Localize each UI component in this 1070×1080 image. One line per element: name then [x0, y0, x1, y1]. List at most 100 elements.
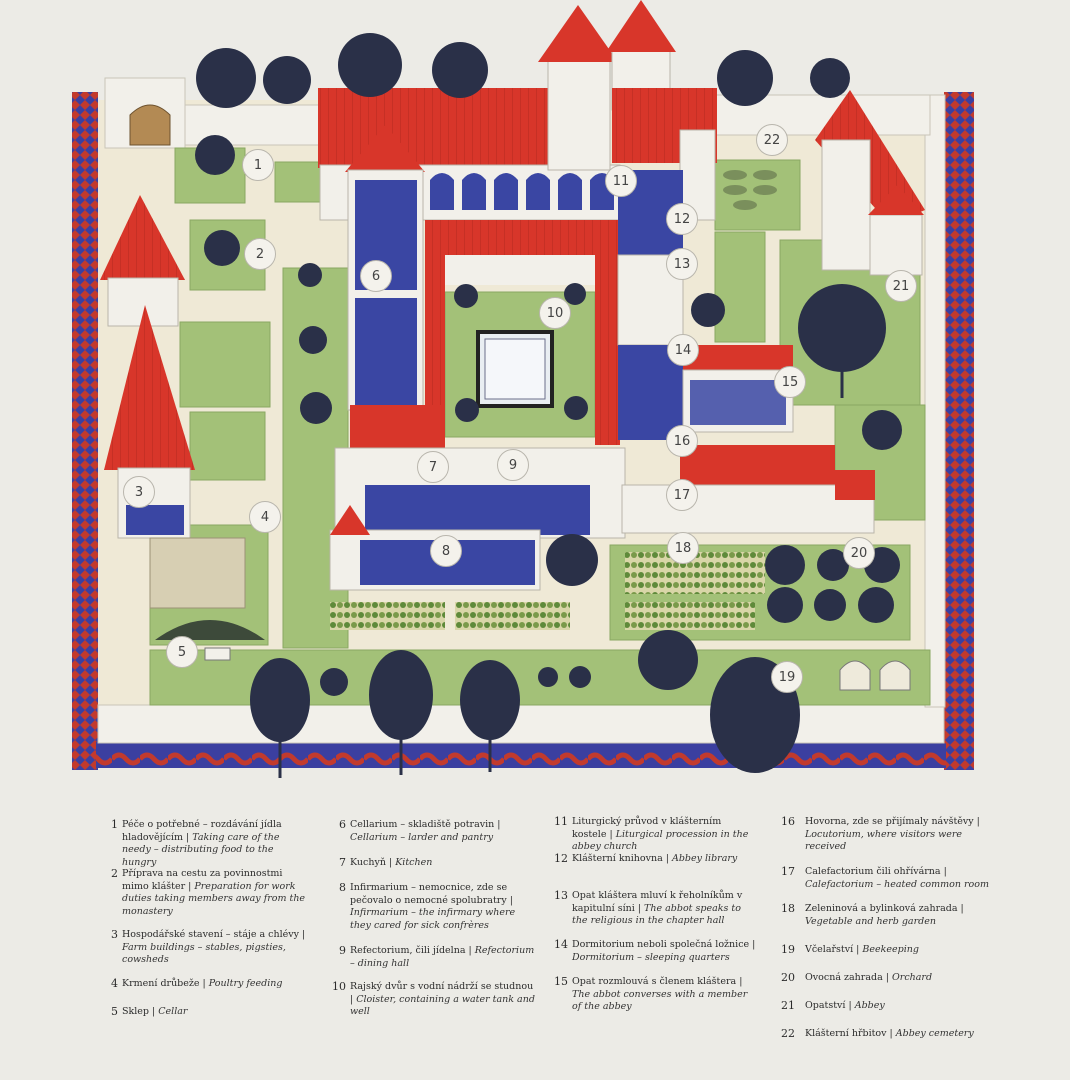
legend-text-cz: Dormitorium neboli společná ložnice	[572, 939, 750, 950]
map-marker[interactable]: 14	[667, 334, 699, 366]
legend-text-en: Poultry feeding	[208, 978, 283, 989]
cloister-arcade	[445, 255, 595, 285]
legend-text-en: Kitchen	[395, 857, 433, 868]
cloister-north-roof	[425, 220, 620, 260]
map-marker[interactable]: 2	[244, 238, 276, 270]
map-marker[interactable]: 12	[666, 203, 698, 235]
legend-number: 22	[781, 1027, 795, 1040]
legend-sep: |	[385, 857, 396, 868]
church-tower-west	[547, 59, 611, 171]
gate-door	[129, 104, 171, 146]
map-marker[interactable]: 3	[123, 476, 155, 508]
cloister-west-roof	[425, 220, 445, 445]
legend-sep: |	[606, 828, 616, 840]
legend-text-cz: Rajský dvůr s vodní nádrží se studnou	[350, 981, 534, 992]
map-marker[interactable]: 6	[360, 260, 392, 292]
legend-text-en: Calefactorium – heated common room	[805, 878, 989, 890]
outer-wall-south	[97, 704, 945, 744]
legend-sep: |	[957, 903, 964, 914]
legend-text-cz: Včelařství	[805, 944, 854, 955]
legend-sep: |	[494, 819, 501, 830]
calefactorium	[621, 484, 875, 534]
legend-text-en: Liturgical procession in the abbey churc…	[572, 828, 749, 853]
legend-sep: |	[882, 972, 892, 983]
legend-sep: |	[149, 1006, 159, 1017]
stable-doors	[126, 505, 184, 535]
legend-sep: |	[886, 1028, 896, 1039]
legend-number: 12	[554, 852, 568, 865]
legend-sep: |	[185, 880, 195, 892]
legend-text-cz: Zeleninová a bylinková zahrada	[805, 903, 958, 914]
legend-text-en: The abbot converses with a member of the…	[572, 988, 748, 1013]
legend-sep: |	[662, 853, 672, 864]
map-marker[interactable]: 4	[249, 501, 281, 533]
legend-text-en: Refectorium – dining hall	[350, 945, 535, 969]
legend-text-cz: Infirmarium – nemocnice, zde se pečovalo…	[350, 882, 508, 906]
legend-sep: |	[199, 978, 209, 989]
legend-number: 10	[332, 980, 346, 993]
legend-number: 9	[339, 944, 346, 957]
refectorium-interior	[365, 485, 590, 535]
legend-sep: |	[350, 993, 357, 1005]
legend-text-en: Cellarium – larder and pantry	[350, 831, 494, 843]
legend-sep: |	[634, 902, 645, 914]
kitchen-roof	[350, 405, 445, 450]
map-marker[interactable]: 13	[666, 248, 698, 280]
left-border	[72, 92, 98, 770]
map-marker[interactable]: 7	[417, 451, 449, 483]
legend-text-en: Locutorium, where visitors were received	[805, 828, 963, 853]
legend-text-en: Farm buildings – stables, pigsties, cows…	[122, 941, 286, 966]
map-marker[interactable]: 22	[756, 124, 788, 156]
legend-text-cz: Klášterní knihovna	[572, 853, 663, 864]
cemetery-graves	[723, 170, 777, 210]
map-marker[interactable]: 9	[497, 449, 529, 481]
map-marker[interactable]: 16	[666, 425, 698, 457]
legend-number: 19	[781, 943, 795, 956]
infirmarium-gable	[330, 505, 370, 535]
legend-sep: |	[973, 816, 980, 827]
legend-text-cz: Příprava na cestu za povinnostmi mimo kl…	[122, 868, 283, 892]
tower-roof-east	[606, 0, 676, 52]
legend-number: 16	[781, 815, 795, 828]
trees	[195, 33, 902, 773]
legend-text-cz: Hospodářské stavení – stáje a chlévy	[122, 929, 299, 940]
legend-text-cz: Kuchyň	[350, 857, 386, 868]
map-marker[interactable]: 1	[242, 149, 274, 181]
right-border	[944, 92, 974, 770]
legend-text-cz: Opat kláštera mluví k řeholníkům v kapit…	[572, 890, 743, 914]
legend-text-en: Beekeeping	[862, 944, 919, 955]
legend-number: 1	[111, 818, 118, 831]
legend-sep: |	[182, 831, 193, 843]
map-marker[interactable]: 8	[430, 535, 462, 567]
legend-text-en: Preparation for work duties taking membe…	[122, 880, 306, 917]
church-roof	[318, 88, 553, 168]
abbot-room-interior	[690, 380, 786, 425]
legend-number: 2	[111, 867, 118, 880]
cellar-mound	[155, 620, 265, 640]
legend-text-cz: Krmení drůbeže	[122, 978, 200, 989]
poultry-yard	[149, 537, 246, 609]
abbey-gable	[868, 185, 924, 215]
map-marker[interactable]: 11	[605, 165, 637, 197]
cellarium-gable-roof	[345, 125, 425, 172]
legend-number: 4	[111, 977, 118, 990]
abbot-room-roof	[683, 345, 793, 370]
legend-text-cz: Hovorna, zde se přijímaly návštěvy	[805, 816, 974, 827]
map-illustration	[72, 0, 974, 778]
map-marker[interactable]: 15	[774, 366, 806, 398]
map-marker[interactable]: 5	[166, 636, 198, 668]
map-marker[interactable]: 21	[885, 270, 917, 302]
water-surface	[484, 338, 546, 400]
map-marker[interactable]: 17	[666, 479, 698, 511]
map-marker[interactable]: 18	[667, 532, 699, 564]
farm-building-roof-1	[100, 195, 185, 280]
legend-sep: |	[736, 976, 743, 987]
legend-text-en: Orchard	[892, 972, 933, 983]
map-marker[interactable]: 19	[771, 661, 803, 693]
map-marker[interactable]: 10	[539, 297, 571, 329]
legend-sep: |	[749, 939, 756, 950]
legend-number: 17	[781, 865, 795, 878]
map-marker[interactable]: 20	[843, 537, 875, 569]
legend-text-cz: Calefactorium čili ohřívárna	[805, 866, 941, 877]
farm-building-roof-2	[104, 305, 195, 470]
